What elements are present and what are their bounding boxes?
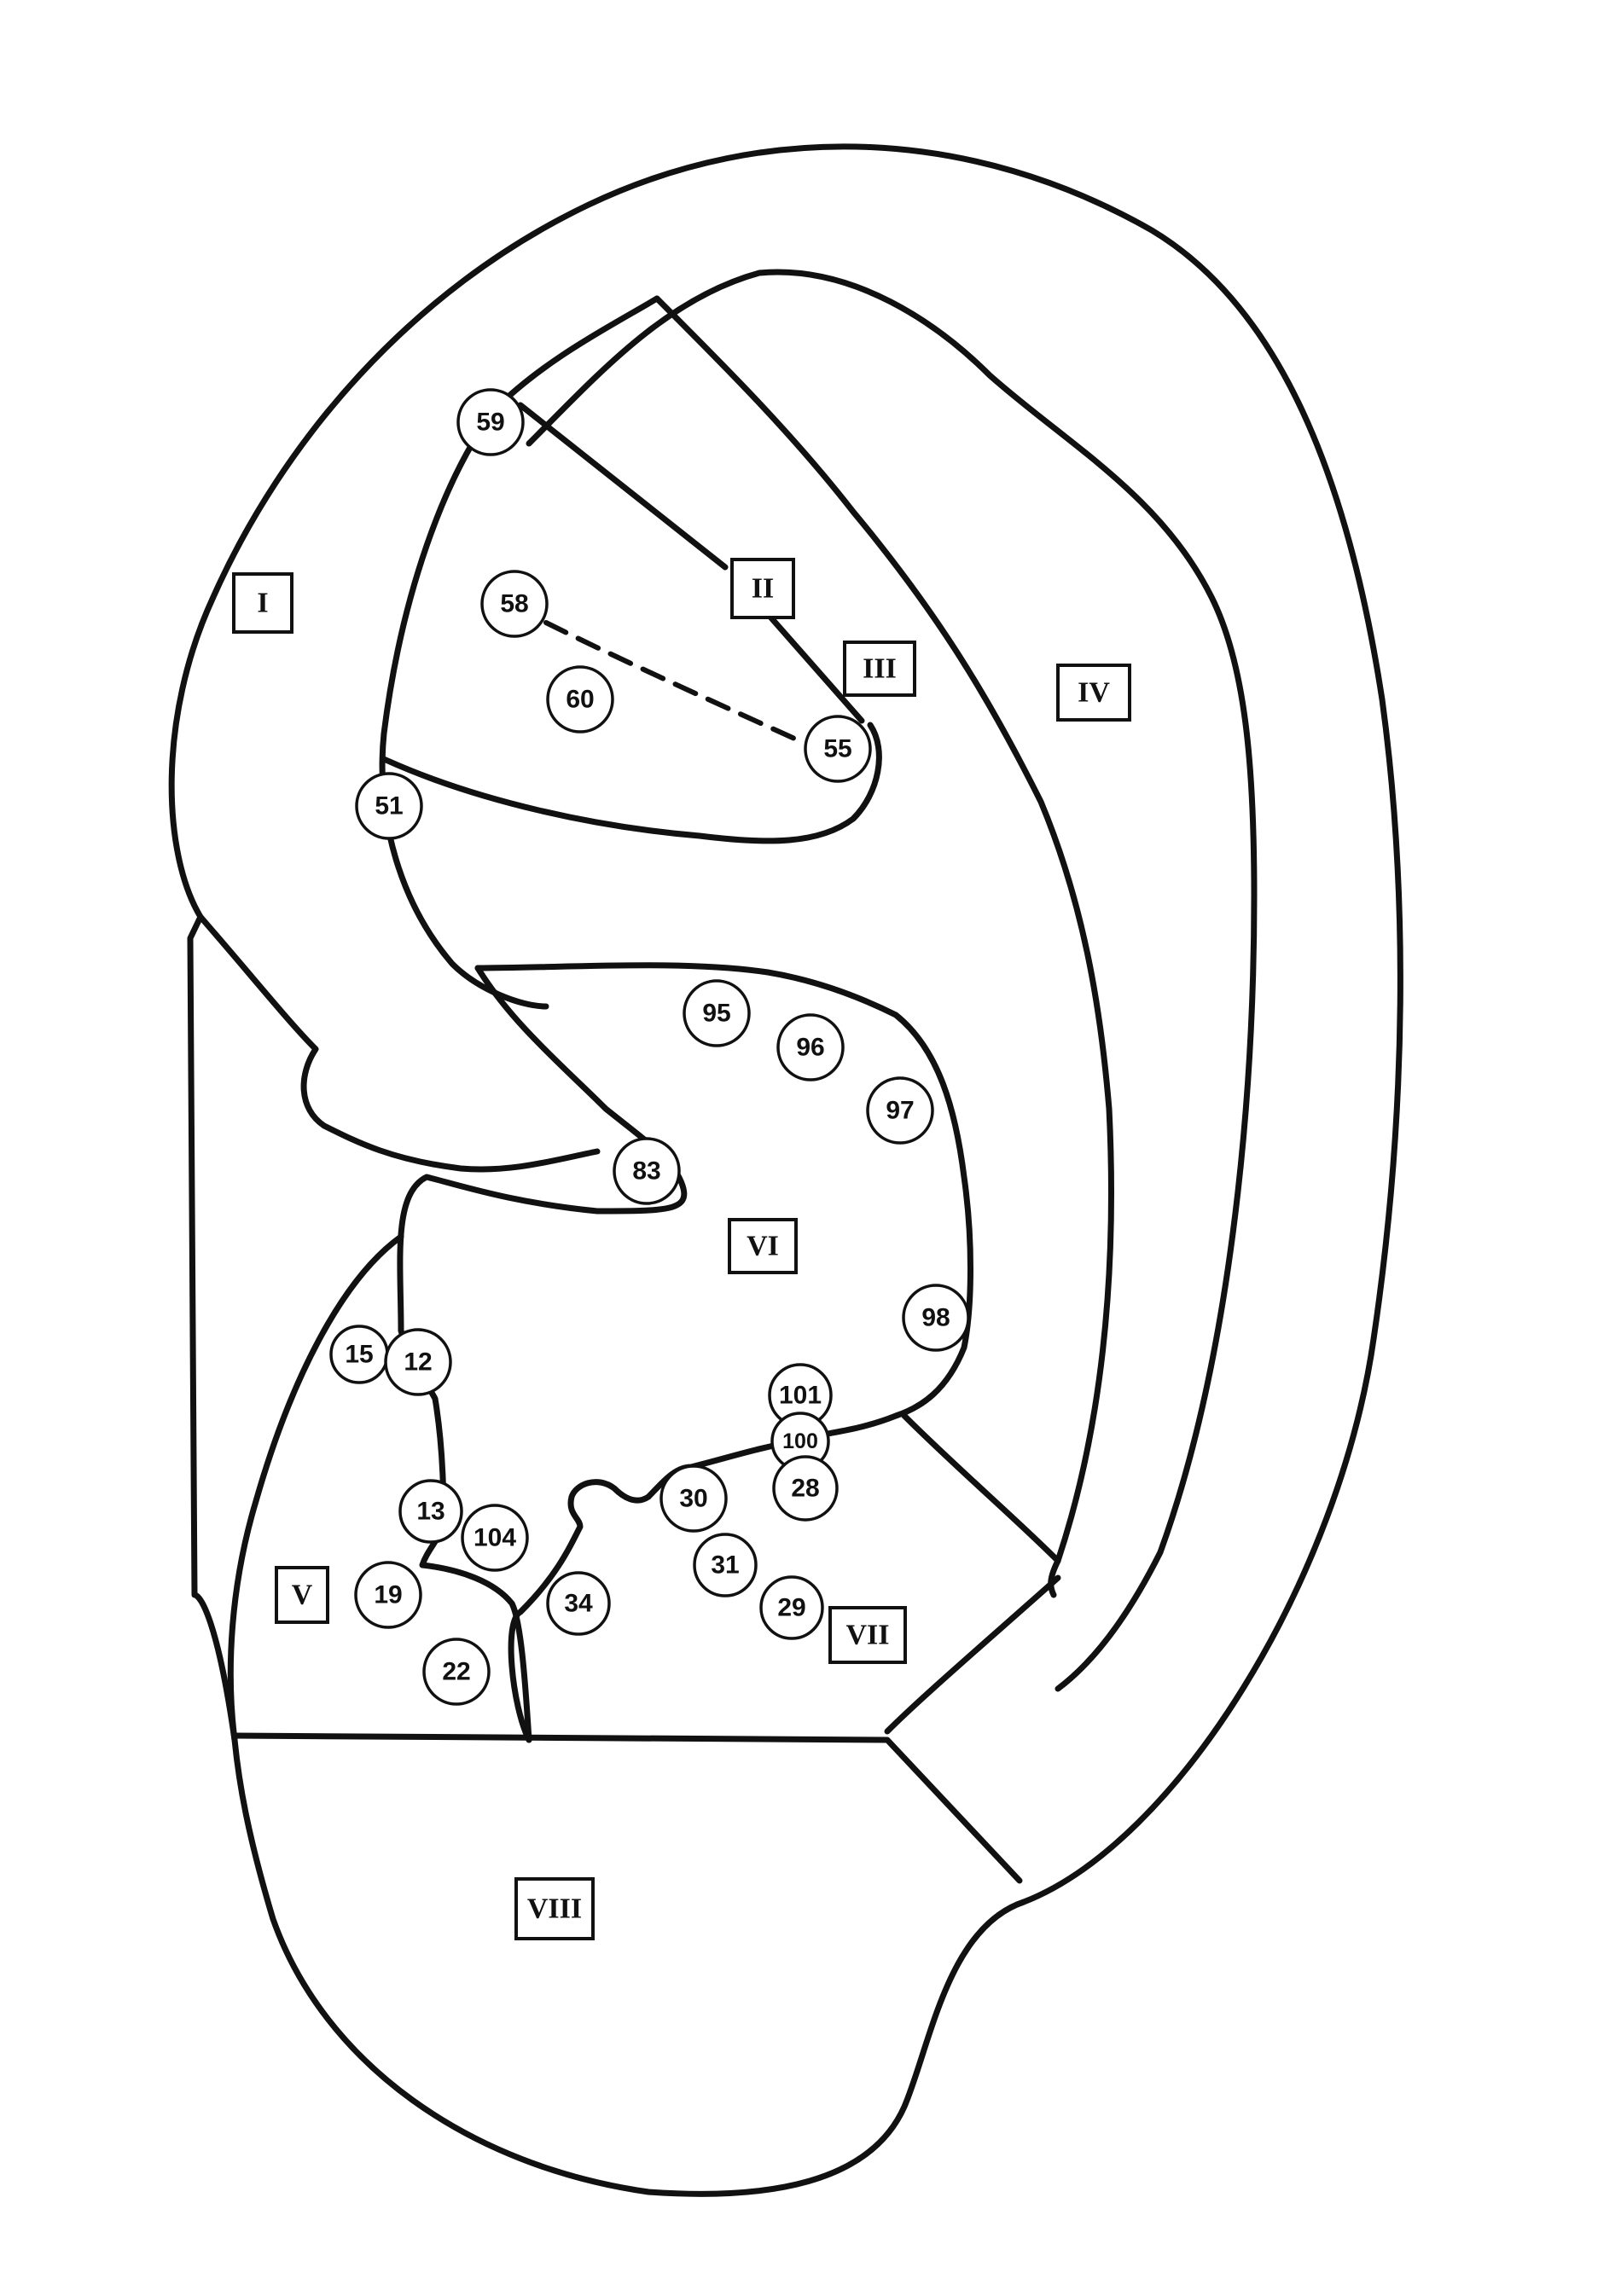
zone-i: I	[232, 572, 293, 634]
point-28: 28	[772, 1455, 839, 1522]
zone-vii: VII	[828, 1606, 907, 1664]
point-29: 29	[759, 1575, 824, 1640]
point-29-label: 29	[777, 1594, 805, 1622]
point-15: 15	[329, 1325, 389, 1384]
point-83-label: 83	[632, 1157, 660, 1186]
zone-i-inner-rim	[197, 913, 601, 1173]
point-100-label: 100	[782, 1429, 818, 1453]
zone-iv: IV	[1056, 664, 1131, 722]
point-101: 101	[768, 1363, 833, 1428]
zone-iv-label: IV	[1078, 677, 1110, 709]
point-13: 13	[398, 1479, 463, 1544]
outer-ear-outline	[168, 143, 1403, 2197]
zone-v-boundary	[227, 1233, 404, 1743]
point-15-label: 15	[345, 1341, 373, 1369]
point-59-label: 59	[476, 409, 504, 437]
point-97: 97	[866, 1076, 934, 1145]
point-28-label: 28	[791, 1475, 819, 1503]
point-58-label: 58	[500, 590, 528, 618]
point-55: 55	[804, 715, 872, 783]
zone-vii-label: VII	[845, 1620, 889, 1651]
point-104: 104	[461, 1504, 529, 1572]
point-34: 34	[546, 1571, 611, 1636]
concha-upper-right	[474, 962, 973, 1445]
zone-viii-label: VIII	[527, 1893, 582, 1925]
point-98: 98	[902, 1284, 970, 1352]
point-12-label: 12	[404, 1348, 432, 1377]
point-55-label: 55	[823, 735, 851, 763]
point-100: 100	[770, 1412, 830, 1471]
point-96: 96	[776, 1013, 845, 1081]
point-83: 83	[613, 1137, 681, 1205]
zone-v-label: V	[292, 1580, 313, 1611]
zone-vi: VI	[728, 1218, 798, 1274]
point-101-label: 101	[779, 1382, 822, 1410]
point-95: 95	[683, 979, 751, 1047]
point-95-label: 95	[702, 1000, 730, 1028]
lobe-divider	[231, 1732, 1023, 1884]
point-13-label: 13	[416, 1498, 444, 1526]
point-96-label: 96	[796, 1034, 824, 1062]
zone-vii-right	[901, 1412, 1061, 1564]
point-51-label: 51	[375, 792, 403, 820]
dashed-line-58-55	[543, 620, 805, 745]
point-30: 30	[659, 1464, 728, 1533]
helix-inner-edge	[526, 269, 1258, 1692]
zone-viii: VIII	[514, 1877, 595, 1940]
point-60: 60	[546, 665, 614, 733]
point-19: 19	[354, 1561, 422, 1629]
point-30-label: 30	[679, 1485, 707, 1513]
point-98-label: 98	[921, 1304, 950, 1332]
point-59: 59	[456, 388, 525, 456]
point-104-label: 104	[474, 1524, 516, 1552]
zone-ii-label: II	[752, 573, 774, 605]
point-51: 51	[355, 772, 423, 840]
zone-ii: II	[730, 558, 795, 619]
fossa-divider	[517, 402, 865, 724]
point-19-label: 19	[374, 1581, 402, 1609]
zone-vi-label: VI	[747, 1231, 779, 1262]
zone-v: V	[275, 1566, 329, 1624]
point-60-label: 60	[566, 686, 594, 714]
point-31: 31	[693, 1533, 758, 1597]
point-58: 58	[480, 570, 549, 638]
zone-iii-label: III	[863, 653, 897, 685]
point-22: 22	[422, 1638, 491, 1706]
point-34-label: 34	[564, 1590, 593, 1618]
zone-iii: III	[843, 641, 916, 697]
point-97-label: 97	[886, 1097, 914, 1125]
fossa-bottom-curve	[381, 722, 882, 844]
concha-outline	[397, 965, 688, 1334]
point-12: 12	[384, 1328, 452, 1396]
antihelix-upper-boundary	[379, 295, 660, 1010]
zone-vii-bottom-right	[884, 1574, 1061, 1735]
point-22-label: 22	[442, 1658, 470, 1686]
zone-iii-iv-divider	[654, 295, 1114, 1598]
point-31-label: 31	[711, 1551, 739, 1580]
zone-i-label: I	[257, 588, 268, 619]
